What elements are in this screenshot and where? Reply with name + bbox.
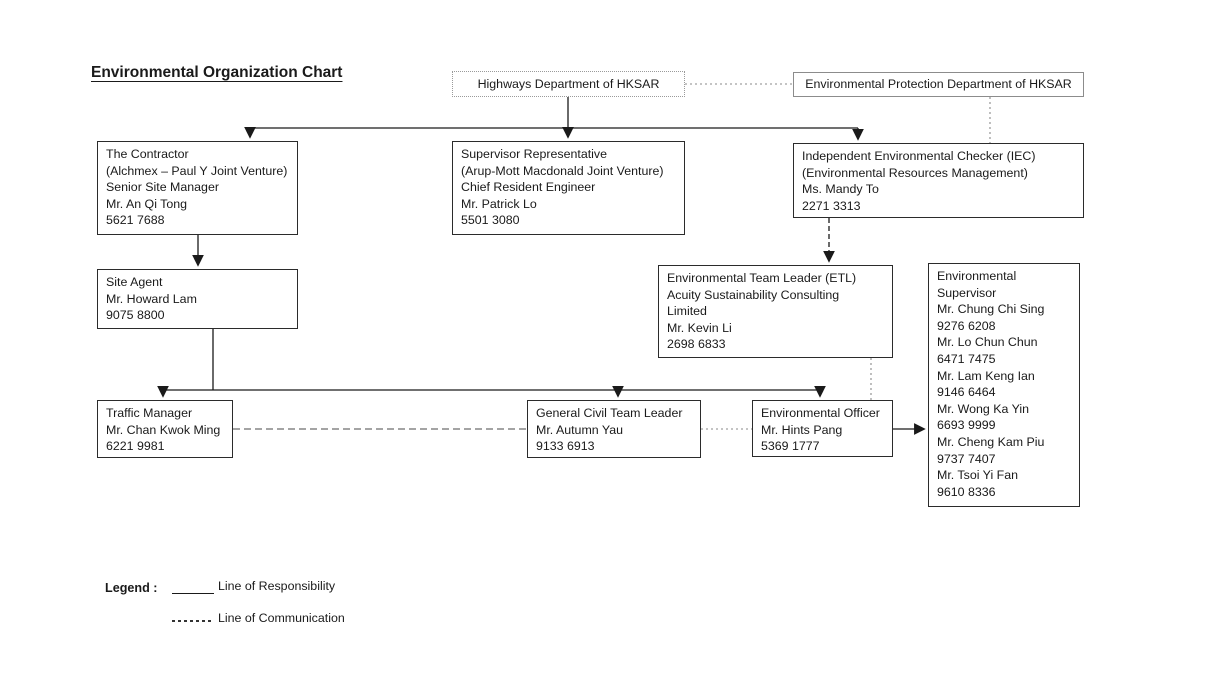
text-line: 6471 7475 (937, 351, 996, 366)
page-title: Environmental Organization Chart (91, 64, 343, 81)
text-line: Chief Resident Engineer (461, 180, 596, 195)
node-independent-environmental-checker: Independent Environmental Checker (IEC) (… (793, 143, 1084, 218)
text-line: 5621 7688 (106, 213, 165, 228)
node-highways-department: Highways Department of HKSAR (452, 71, 685, 97)
text-line: Acuity Sustainability Consulting (667, 287, 840, 302)
text-line: Mr. Hints Pang (761, 422, 843, 437)
node-environmental-team-leader: Environmental Team Leader (ETL) Acuity Su… (658, 265, 893, 358)
text-line: 5369 1777 (761, 439, 820, 454)
text-line: Mr. Chan Kwok Ming (106, 422, 221, 437)
text-line: 5501 3080 (461, 213, 520, 228)
text-line: Mr. Wong Ka Yin (937, 401, 1030, 416)
text-line: 9133 6913 (536, 439, 595, 454)
text-line: Mr. Cheng Kam Piu (937, 434, 1045, 449)
text-line: Supervisor (937, 285, 997, 300)
text-line: Site Agent (106, 275, 163, 289)
legend-label: Legend : (105, 581, 158, 595)
text-line: 2271 3313 (802, 198, 861, 213)
text-line: Highways Department of HKSAR (477, 76, 660, 91)
text-line: Mr. Kevin Li (667, 320, 732, 335)
text-line: Supervisor Representative (461, 147, 608, 161)
text-line: Mr. Patrick Lo (461, 196, 537, 211)
legend-responsibility-text: Line of Responsibility (218, 579, 336, 593)
text-line: Mr. Lam Keng Ian (937, 368, 1035, 383)
text-line: Mr. Autumn Yau (536, 422, 624, 437)
text-line: Ms. Mandy To (802, 182, 879, 197)
text-line: 9075 8800 (106, 308, 165, 323)
text-line: Environmental Officer (761, 406, 880, 420)
text-line: Mr. Howard Lam (106, 291, 197, 306)
text-line: Environmental (937, 269, 1017, 283)
text-line: 9146 6464 (937, 385, 996, 400)
text-line: 9610 8336 (937, 484, 996, 499)
text-line: (Environmental Resources Management) (802, 165, 1028, 180)
text-line: The Contractor (106, 147, 189, 161)
text-line: Mr. Chung Chi Sing (937, 302, 1045, 317)
text-line: 6693 9999 (937, 418, 996, 433)
legend-solid-line-sample (172, 593, 214, 594)
text-line: 6221 9981 (106, 439, 165, 454)
text-line: Environmental Team Leader (ETL) (667, 271, 857, 285)
text-line: Mr. Tsoi Yi Fan (937, 468, 1019, 483)
node-environmental-protection-department: Environmental Protection Department of H… (793, 72, 1084, 97)
legend-dashed-line-sample (172, 620, 214, 622)
node-supervisor-representative: Supervisor Representative (Arup-Mott Macd… (452, 141, 685, 235)
text-line: Limited (667, 304, 707, 319)
text-line: Mr. Lo Chun Chun (937, 335, 1038, 350)
text-line: (Alchmex – Paul Y Joint Venture) (106, 163, 288, 178)
node-contractor: The Contractor (Alchmex – Paul Y Joint Ve… (97, 141, 298, 235)
legend-communication-text: Line of Communication (218, 611, 345, 625)
text-line: (Arup-Mott Macdonald Joint Venture) (461, 163, 664, 178)
text-line: Senior Site Manager (106, 180, 219, 195)
text-line: Environmental Protection Department of H… (805, 77, 1072, 92)
text-line: Independent Environmental Checker (IEC) (802, 149, 1036, 163)
text-line: Traffic Manager (106, 406, 193, 420)
text-line: 9276 6208 (937, 318, 996, 333)
text-line: 9737 7407 (937, 451, 996, 466)
text-line: 2698 6833 (667, 337, 726, 352)
text-line: Mr. An Qi Tong (106, 196, 188, 211)
text-line: General Civil Team Leader (536, 406, 683, 420)
